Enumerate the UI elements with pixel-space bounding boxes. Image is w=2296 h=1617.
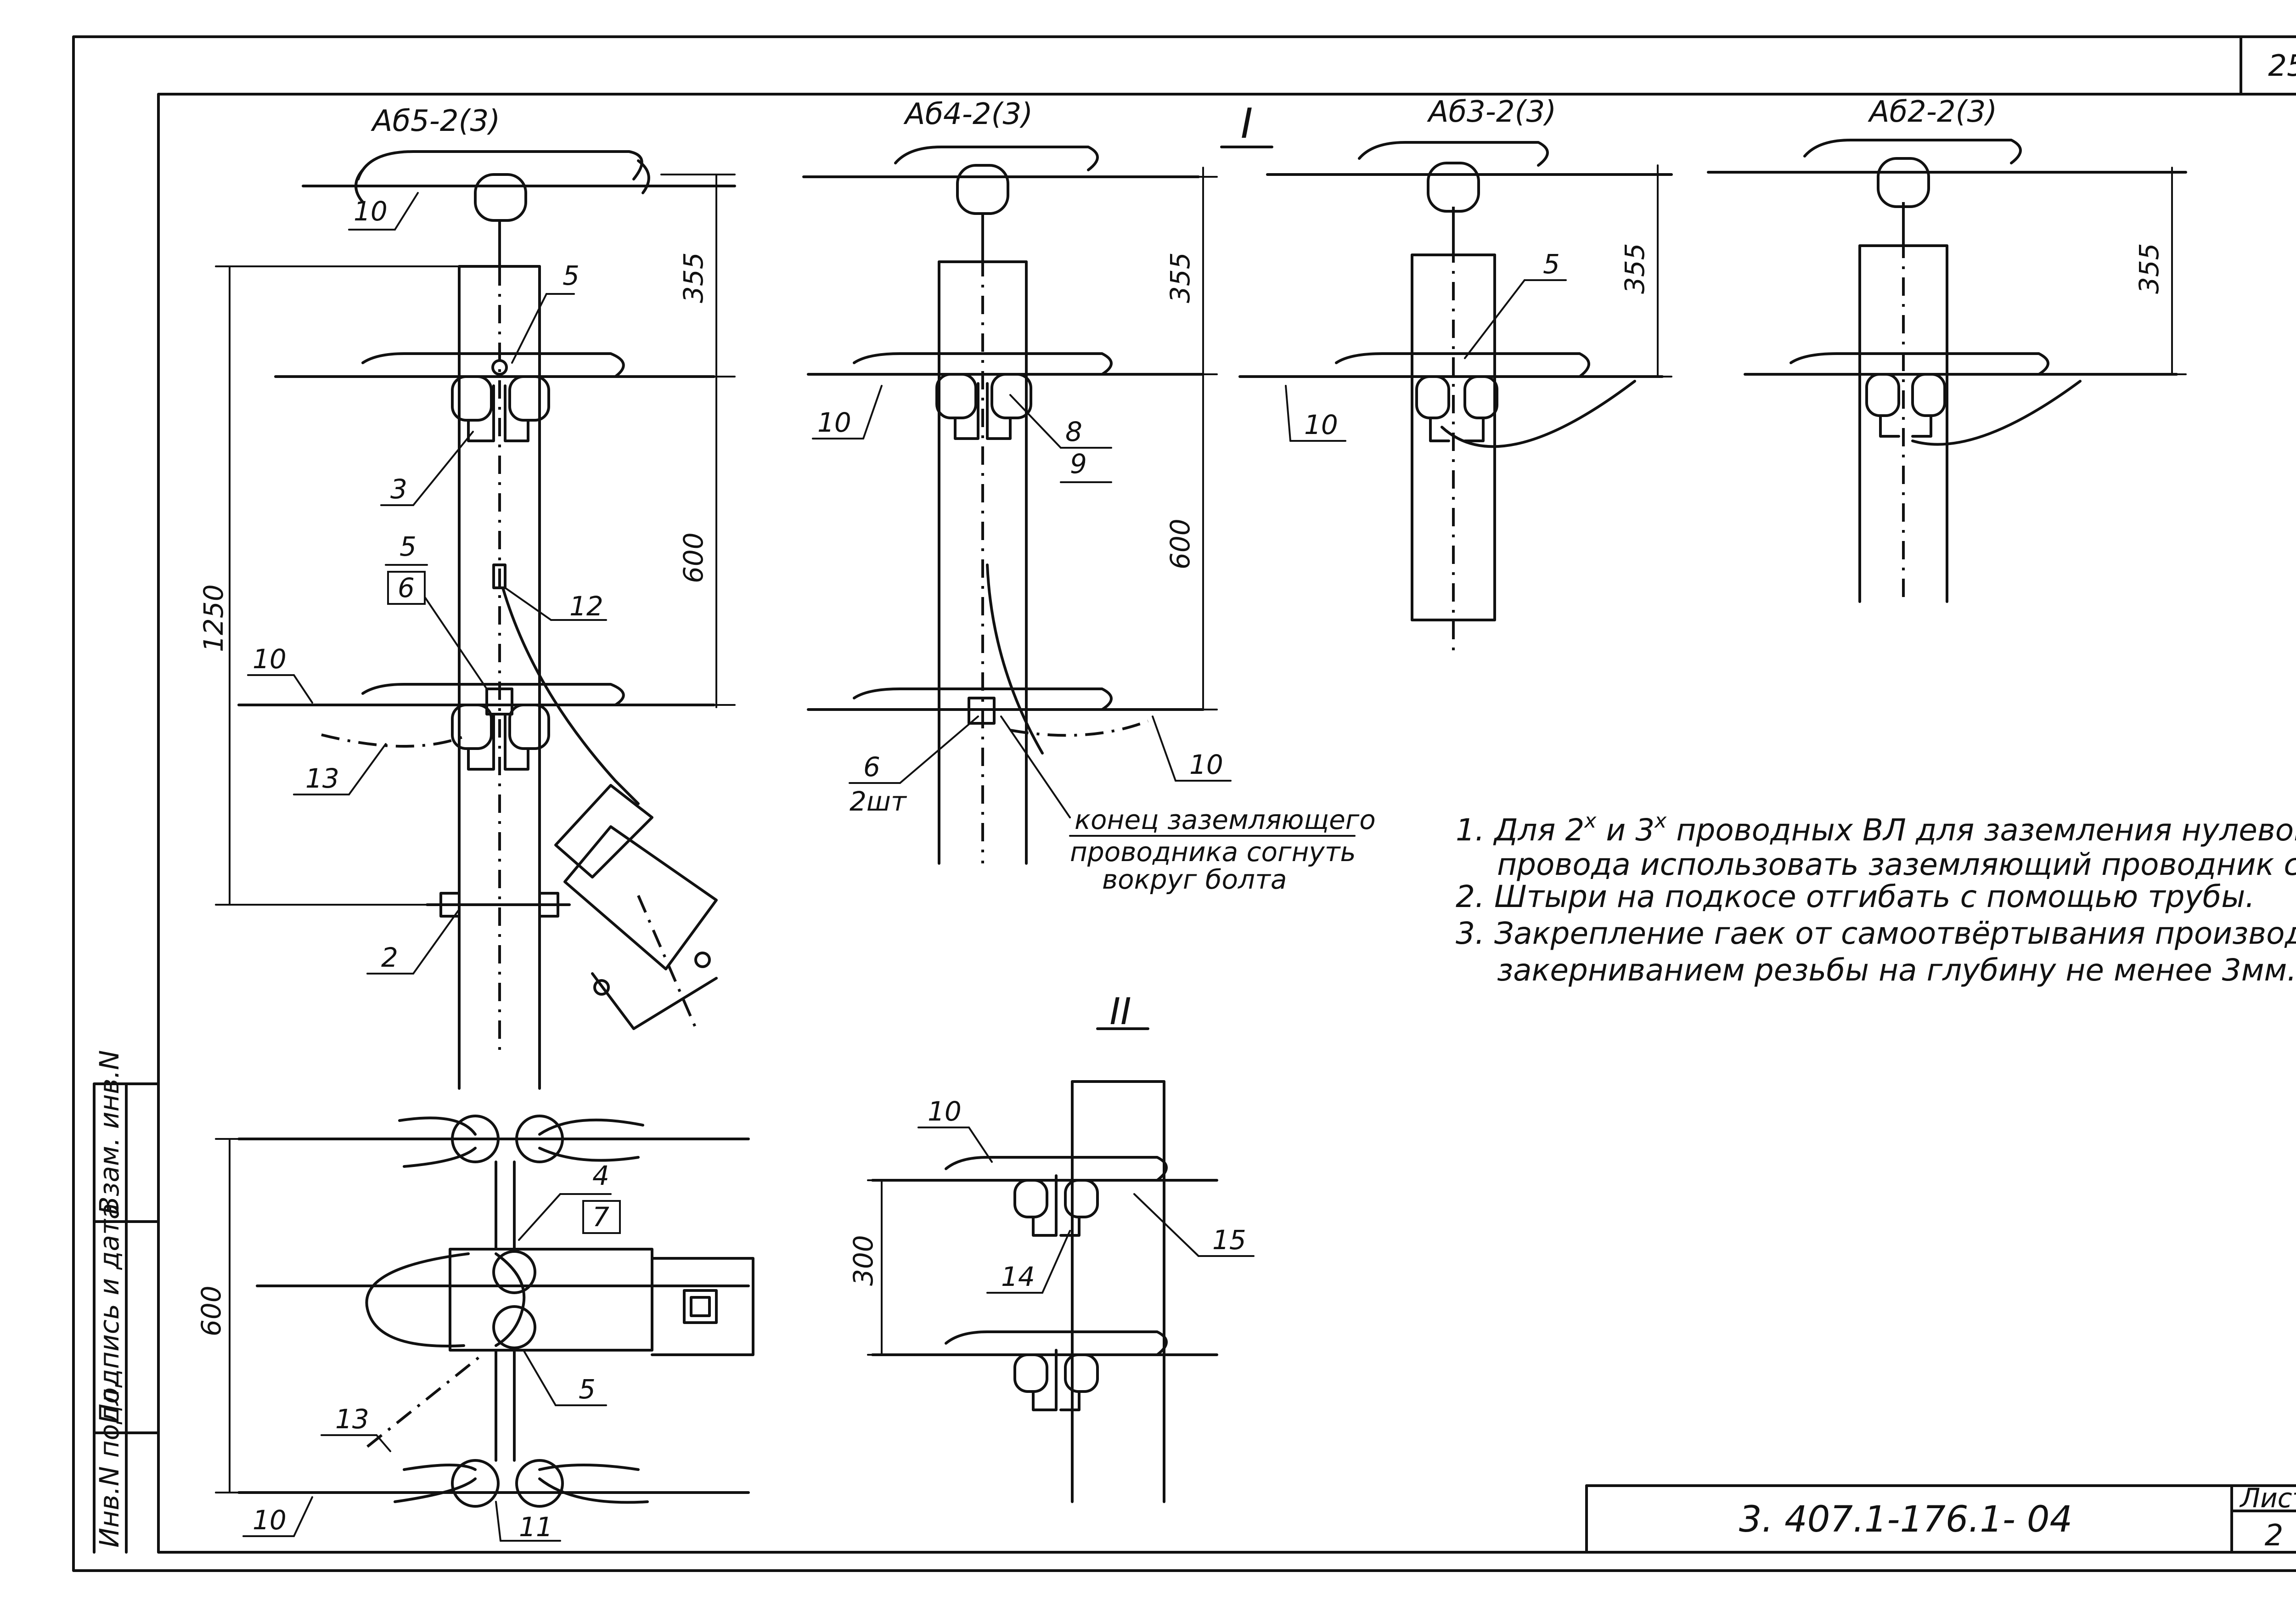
callout-5-b: 5 bbox=[400, 531, 416, 562]
callout-15: 15 bbox=[1212, 1224, 1246, 1256]
view-marker-2: II bbox=[1109, 990, 1131, 1033]
callouts-view-2: 10 15 14 bbox=[917, 1096, 1255, 1294]
callout-5-a: 5 bbox=[563, 260, 580, 291]
callout-5-c: 5 bbox=[1543, 248, 1560, 280]
callout-9: 9 bbox=[1070, 448, 1087, 479]
callout-4: 4 bbox=[592, 1160, 609, 1191]
callout-6-a: 6 bbox=[398, 572, 415, 603]
dim-600-a: 600 bbox=[678, 532, 709, 583]
document-code: 3. 407.1-176.1- 04 bbox=[1739, 1499, 2072, 1540]
annotation-line-3: вокруг болта bbox=[1102, 864, 1287, 895]
dim-355-c: 355 bbox=[1619, 243, 1650, 294]
sheet-frame bbox=[72, 35, 2296, 1572]
callout-6-qty: 2шт bbox=[850, 786, 907, 817]
stamp-replace-inv: Взам. инв.N bbox=[94, 1050, 125, 1215]
callout-11: 11 bbox=[519, 1511, 553, 1543]
header-ab2: Аб2-2(3) bbox=[1868, 95, 1997, 129]
callouts-plan: 4 7 5 13 10 11 bbox=[242, 1160, 621, 1543]
callout-12: 12 bbox=[569, 591, 603, 622]
callout-13-b: 13 bbox=[335, 1403, 369, 1435]
page-number: 25 bbox=[2268, 49, 2296, 83]
view-2 bbox=[867, 1080, 1218, 1503]
sheet-label: Лист bbox=[2240, 1482, 2296, 1514]
callout-10-g: 10 bbox=[928, 1096, 962, 1127]
callouts-ab5: 10 5 3 5 6 12 10 13 2 bbox=[247, 192, 607, 975]
dimensions-ab5: 355 600 1250 bbox=[198, 174, 736, 906]
dim-355-a: 355 bbox=[678, 252, 709, 303]
dim-1250: 1250 bbox=[198, 584, 229, 652]
annotation-line-2: проводника согнуть bbox=[1070, 836, 1356, 868]
callout-7: 7 bbox=[592, 1201, 609, 1233]
note-3-line-2: закерниванием резьбы на глубину не менее… bbox=[1497, 952, 2296, 988]
note-1-line-2: провода использовать заземляющий проводн… bbox=[1497, 847, 2296, 882]
callout-8: 8 bbox=[1065, 416, 1082, 447]
callouts-ab4: 10 8 9 6 2шт 10 bbox=[812, 385, 1232, 818]
callout-6-b: 6 bbox=[863, 751, 880, 783]
header-ab3: Аб3-2(3) bbox=[1427, 95, 1556, 129]
view-ab3 bbox=[1238, 141, 1673, 652]
stamp-inv-no: Инв.N подл. bbox=[94, 1380, 125, 1548]
view-ab5 bbox=[237, 150, 736, 1090]
stamp-signature-date: Подпись и дата bbox=[94, 1203, 125, 1424]
dim-300: 300 bbox=[848, 1235, 879, 1286]
callout-13-a: 13 bbox=[305, 763, 339, 794]
notes: 1. Для 2х и 3х проводных ВЛ для заземлен… bbox=[1456, 809, 2296, 988]
callout-10-e: 10 bbox=[1304, 409, 1338, 440]
note-1-line-1: 1. Для 2х и 3х проводных ВЛ для заземлен… bbox=[1456, 809, 2296, 848]
callout-10-c: 10 bbox=[817, 407, 851, 438]
callout-3: 3 bbox=[390, 473, 407, 505]
view-plan bbox=[215, 1115, 754, 1508]
callout-2: 2 bbox=[381, 942, 398, 973]
view-marker-1: I bbox=[1241, 100, 1253, 148]
callout-10-f: 10 bbox=[253, 1504, 287, 1536]
annotation-line-1: конец заземляющего bbox=[1075, 804, 1376, 835]
header-ab4: Аб4-2(3) bbox=[903, 97, 1033, 131]
grounding-annotation: конец заземляющего проводника согнуть во… bbox=[1069, 804, 1376, 895]
note-3-line-1: 3. Закрепление гаек от самоотвёртывания … bbox=[1456, 916, 2296, 951]
callout-10-a: 10 bbox=[354, 196, 388, 227]
dim-600-c: 600 bbox=[196, 1285, 227, 1336]
callout-10-b: 10 bbox=[253, 643, 287, 675]
callout-14: 14 bbox=[1001, 1261, 1035, 1292]
header-ab5: Аб5-2(3) bbox=[371, 104, 500, 138]
sheet-number: 2 bbox=[2265, 1519, 2284, 1553]
dim-355-b: 355 bbox=[1165, 252, 1196, 303]
view-ab2 bbox=[1707, 139, 2187, 603]
callouts-ab3: 5 10 bbox=[1285, 248, 1567, 442]
note-2: 2. Штыри на подкосе отгибать с помощью т… bbox=[1456, 879, 2255, 914]
callout-10-d: 10 bbox=[1189, 749, 1223, 780]
view-ab4 bbox=[802, 146, 1218, 865]
callout-5-d: 5 bbox=[579, 1374, 596, 1405]
dim-355-d: 355 bbox=[2133, 243, 2165, 294]
dim-600-b: 600 bbox=[1165, 518, 1196, 569]
